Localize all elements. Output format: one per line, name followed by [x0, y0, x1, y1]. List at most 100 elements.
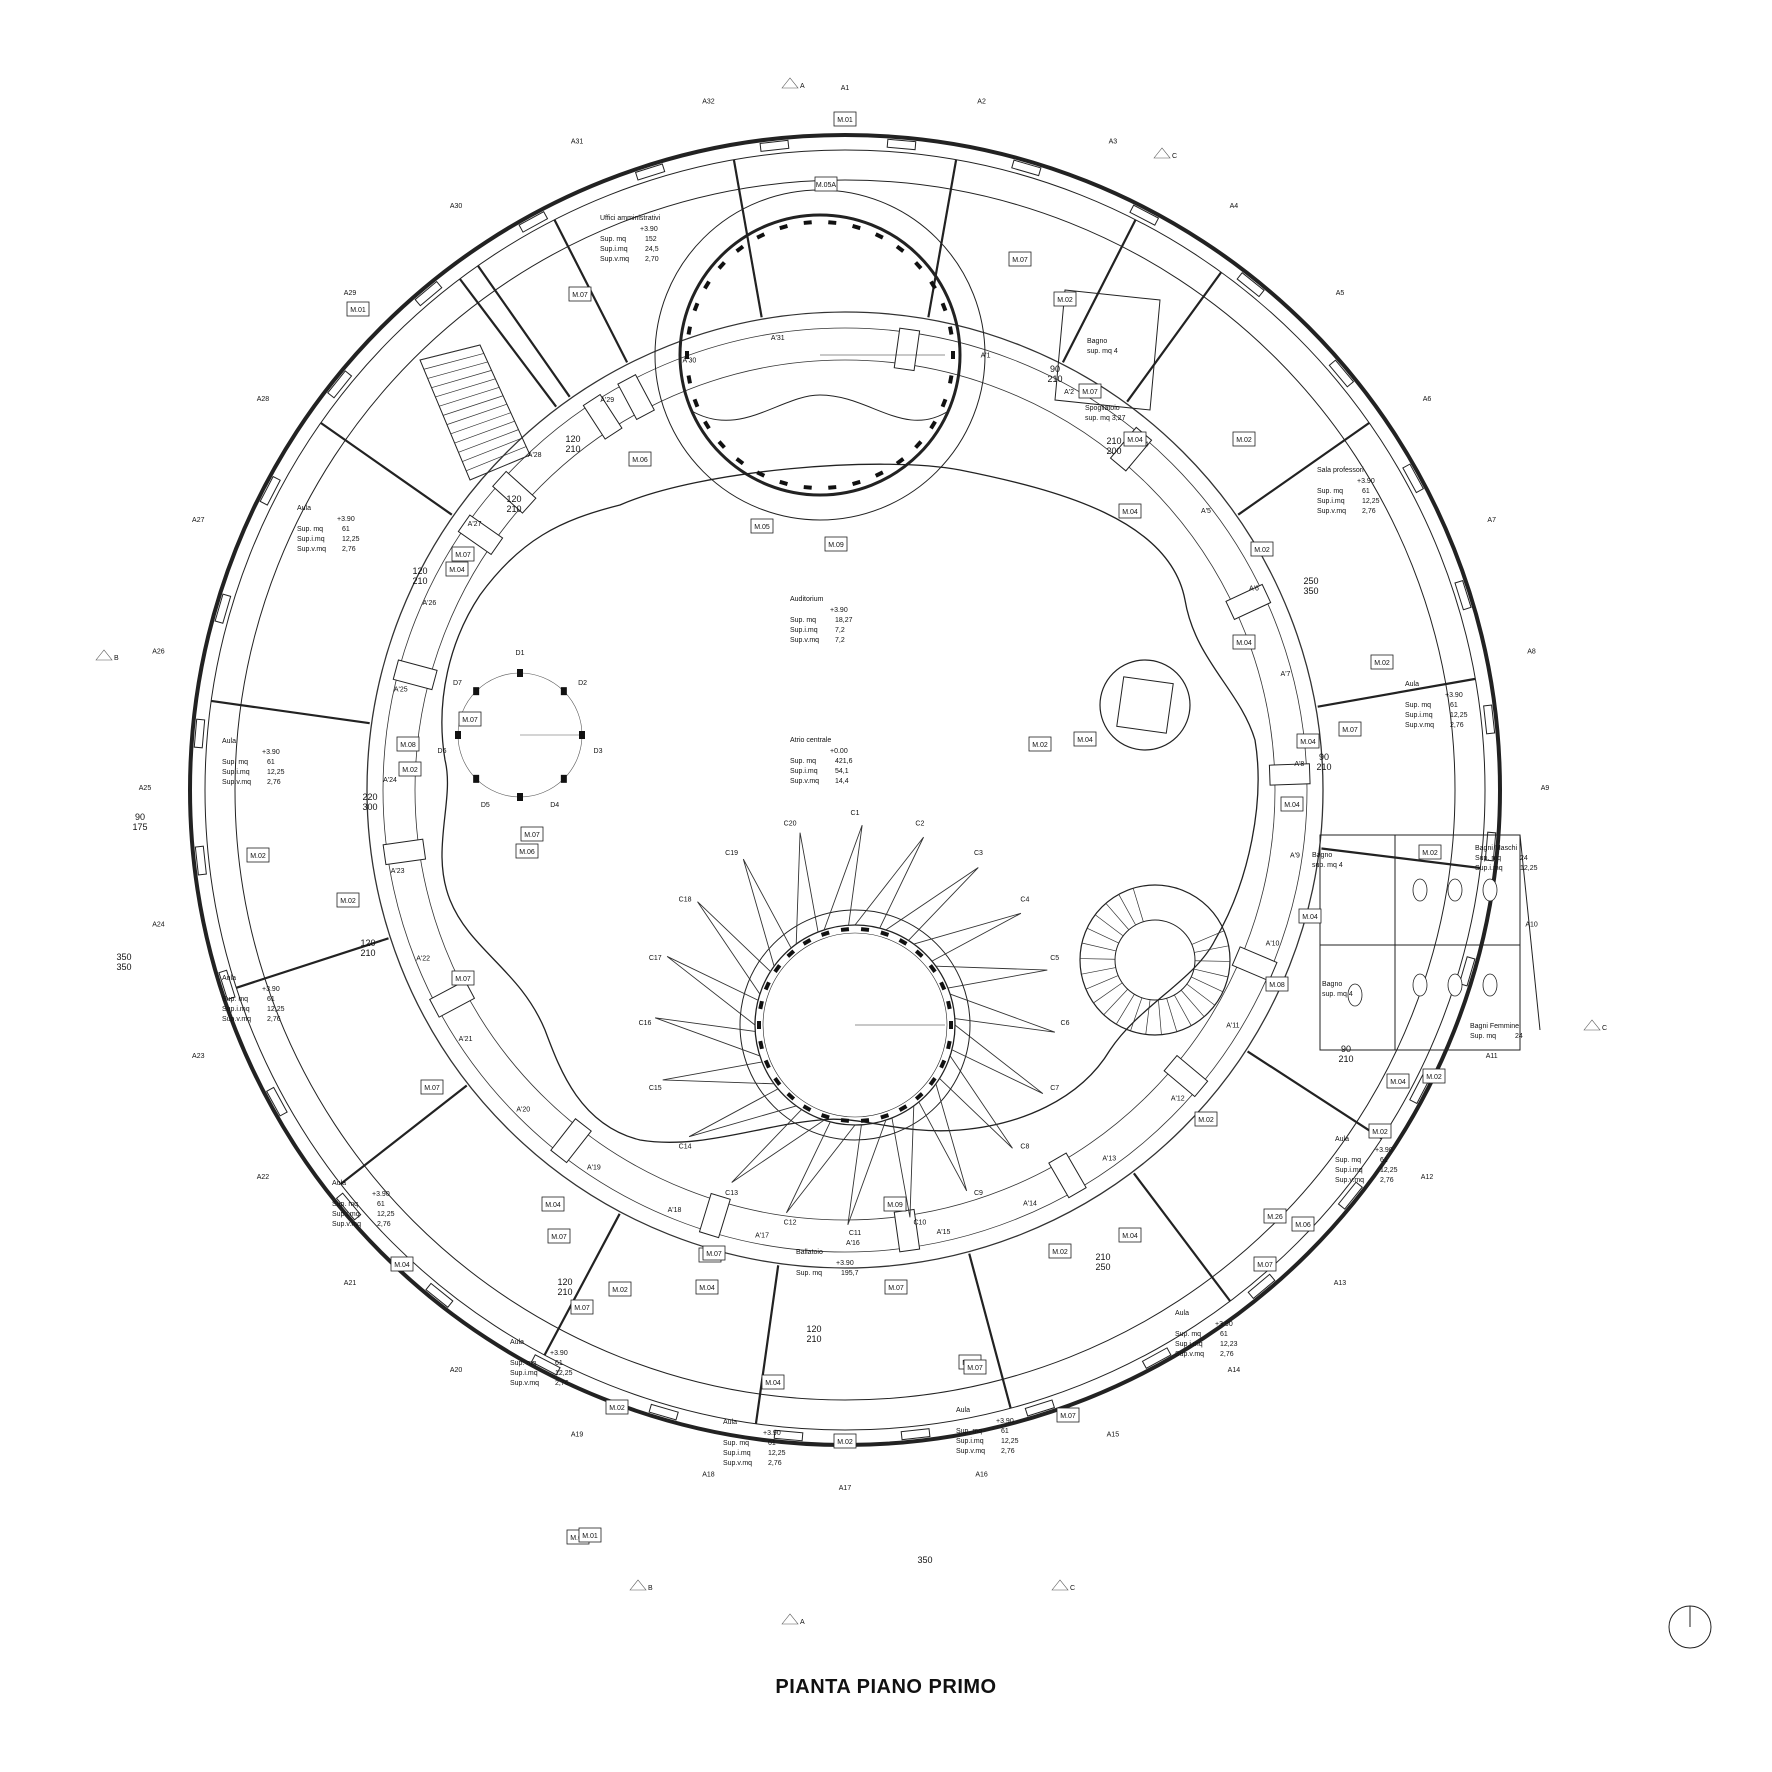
window: [425, 1282, 454, 1308]
void-rib-labels: C1C2C3C4C5C6C7C8C9C10C11C12C13C14C15C16C…: [639, 810, 1070, 1237]
toilet: [1447, 878, 1463, 902]
rib-label: C8: [1020, 1143, 1029, 1150]
seat: [802, 1104, 812, 1112]
inner-axis-label: A'6: [1249, 586, 1259, 593]
seat: [802, 938, 812, 946]
rib-label: C9: [974, 1190, 983, 1197]
room-tag: M.02: [1368, 1123, 1392, 1139]
section-mark-letter: B: [648, 1585, 653, 1592]
room-name: Aula: [1175, 1310, 1189, 1317]
room-tag-code: M.08: [400, 742, 416, 749]
north-bathroom: [1054, 289, 1161, 411]
area-row-label: Sup.i.mq: [1475, 865, 1503, 872]
area-row-value: 61: [267, 759, 275, 766]
area-row-value: 61: [267, 996, 275, 1003]
area-row-label: Sup.i.mq: [222, 1006, 250, 1013]
room-name: Aula: [723, 1419, 737, 1426]
room-tag-code: M.05A: [816, 182, 837, 189]
room-level: +3.90: [1215, 1321, 1233, 1328]
rib-label: C6: [1061, 1020, 1070, 1027]
partition-wall: [1126, 271, 1223, 403]
tread: [450, 412, 511, 435]
column: [560, 774, 567, 783]
axis-label: A27: [192, 517, 205, 524]
room-tag: M.04: [390, 1256, 414, 1272]
room-level: +3.90: [996, 1418, 1014, 1425]
rib: [949, 993, 1056, 1033]
area-row-value: 12,25: [768, 1450, 786, 1457]
window: [518, 210, 549, 233]
seat: [763, 981, 771, 991]
room-tag: M.04: [1118, 1227, 1142, 1243]
room-name: Spogliatoio: [1085, 405, 1120, 412]
door-boxes: [382, 327, 1311, 1253]
room-tag-code: M.04: [1077, 737, 1093, 744]
seat: [692, 302, 700, 312]
door-dimension: 250: [1095, 1262, 1110, 1272]
room-tag: M.02: [1418, 844, 1442, 860]
room-name: Aula: [222, 975, 236, 982]
room-tag: M.07: [568, 286, 592, 302]
seat: [946, 1040, 952, 1050]
section-mark-letter: C: [1602, 1025, 1607, 1032]
door-box: [893, 327, 921, 372]
void-label: D5: [481, 802, 490, 809]
window: [1024, 1399, 1056, 1417]
area-row-value: 12,25: [1001, 1438, 1019, 1445]
central-atrium: [441, 463, 1259, 1143]
area-row-value: 61: [768, 1440, 776, 1447]
room-tag-code: M.04: [1284, 802, 1300, 809]
seat: [735, 244, 745, 253]
room-area: sup. mq 4: [1087, 348, 1118, 355]
void-seat-marks: [757, 927, 953, 1123]
seat: [686, 326, 692, 335]
auditorium: [654, 189, 986, 521]
seat: [946, 1000, 952, 1010]
axis-label: A31: [571, 138, 584, 145]
area-row-label: Sup. mq: [723, 1440, 749, 1447]
room-tag: M.02: [605, 1399, 629, 1415]
tread: [1158, 999, 1162, 1035]
axis-label: A15: [1107, 1432, 1120, 1439]
seat: [685, 351, 689, 359]
area-row-value: 12,25: [1362, 498, 1380, 505]
window: [759, 139, 790, 152]
partition-wall: [1321, 847, 1481, 870]
rib-label: C5: [1050, 955, 1059, 962]
room-tag-code: M.04: [1300, 739, 1316, 746]
column: [455, 731, 461, 739]
seat: [773, 964, 782, 973]
door-dimension: 250: [1303, 576, 1318, 586]
tread: [1118, 894, 1136, 926]
area-row-value: 12,25: [1520, 865, 1538, 872]
room-tag: M.02: [608, 1281, 632, 1297]
area-row-value: 152: [645, 236, 657, 243]
seat: [803, 485, 812, 490]
room-tag-code: M.26: [1267, 1214, 1283, 1221]
room-tag: M.04: [1386, 1073, 1410, 1089]
room-tag-code: M.02: [1236, 437, 1252, 444]
area-row-label: Sup. mq: [1317, 488, 1343, 495]
seat: [929, 420, 937, 430]
inner-axis-label: A'28: [528, 452, 542, 459]
seat: [914, 949, 924, 958]
door-box: [1268, 763, 1311, 786]
room-level: +3.90: [262, 749, 280, 756]
partition-wall: [968, 1253, 1012, 1409]
room-tag: M.04: [1123, 431, 1147, 447]
room-tag: M.02: [1422, 1068, 1446, 1084]
door-box: [392, 659, 438, 691]
seat: [898, 938, 908, 946]
seat: [948, 375, 954, 384]
elevator: [1099, 659, 1191, 751]
area-row-label: Sup.i.mq: [1317, 498, 1345, 505]
rib: [885, 867, 979, 941]
room-tag-code: M.02: [837, 1439, 853, 1446]
